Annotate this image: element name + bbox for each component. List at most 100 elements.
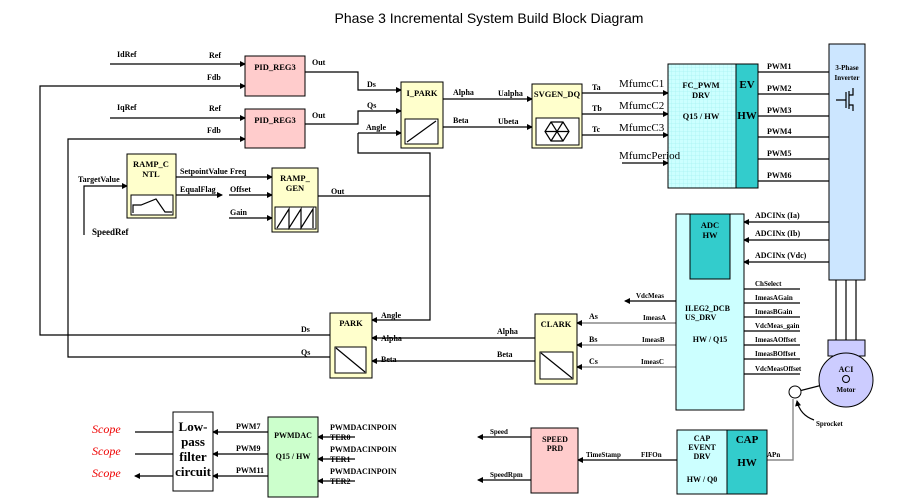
signal-label: ImeasBGain — [755, 308, 792, 316]
signal-label: Beta — [381, 355, 397, 364]
block-label: filter — [179, 449, 207, 464]
signal-label: PWMDACINPOIN — [330, 445, 397, 454]
signal-label: PWM11 — [236, 466, 264, 475]
signal-label: VdcMeasOffset — [755, 365, 802, 373]
signal-label: Ubeta — [498, 117, 518, 126]
svgen-dq-block: SVGEN_DQ — [531, 83, 583, 149]
block-label: DRV — [693, 452, 710, 461]
block-label: Q15 / HW — [683, 111, 720, 121]
signal-label: VdcMeas_gain — [755, 322, 799, 330]
scope-label: Scope — [92, 444, 121, 458]
block-label: HW / Q15 — [693, 335, 728, 344]
signal-label: Gain — [230, 208, 247, 217]
motor-label: ACI — [839, 365, 854, 374]
clark-block: CLARK — [534, 313, 578, 385]
diagram-title: Phase 3 Incremental System Build Block D… — [335, 10, 644, 26]
hexagon-icon — [544, 121, 570, 142]
signal-label: EqualFlag — [180, 185, 216, 194]
signal-label: Ref — [209, 104, 221, 113]
signal-label: TargetValue — [78, 175, 120, 184]
park-block: PARK — [329, 312, 373, 379]
adc-label: HW — [702, 230, 718, 240]
signal-label: Bs — [589, 335, 597, 344]
signal-label: Tb — [592, 104, 602, 113]
signal-label: Ds — [301, 325, 310, 334]
block-label: DRV — [692, 90, 711, 100]
signal-label: APn — [767, 451, 780, 459]
fc-pwm-drv-block: FC_PWM DRV Q15 / HW EV HW — [667, 63, 759, 189]
cap-event-drv-block: CAP EVENT DRV HW / Q0 CAP HW — [676, 429, 768, 495]
signal-label: Qs — [301, 348, 310, 357]
block-label: HW / Q0 — [687, 475, 718, 484]
adc-label: ADC — [701, 220, 719, 230]
block-label: ILEG2_DCB — [685, 304, 731, 313]
block-label: Inverter — [835, 74, 860, 82]
signal-label: PWM3 — [767, 106, 791, 115]
block-label: RAMP_ — [280, 173, 310, 183]
signal-label: IqRef — [117, 103, 137, 112]
signal-label: PWM5 — [767, 149, 791, 158]
block-label: RAMP_C — [133, 159, 169, 169]
signal-label: MfumcC2 — [619, 100, 664, 112]
signal-label: SetpointValue — [180, 167, 228, 176]
signal-label: Out — [331, 187, 345, 196]
signal-label: Ds — [367, 80, 376, 89]
signal-label: VdcMeas — [636, 292, 664, 300]
signal-label: TER1 — [330, 455, 350, 464]
signal-label: Cs — [589, 357, 598, 366]
signal-label: PWM1 — [767, 62, 791, 71]
block-label: US_DRV — [685, 313, 717, 322]
signal-label: Fdb — [207, 73, 221, 82]
signal-label: Alpha — [453, 88, 474, 97]
signal-label: ImeasBOffset — [755, 350, 796, 358]
signal-label: Fdb — [207, 126, 221, 135]
ev-label: EV — [739, 79, 754, 91]
signal-label: IdRef — [117, 50, 137, 59]
low-pass-filter-block: Low- pass filter circuit — [172, 411, 214, 492]
block-label: circuit — [175, 464, 212, 479]
signal-label: PWM9 — [236, 444, 260, 453]
wires — [39, 61, 857, 484]
signal-labels: IdRef Ref Fdb IqRef Ref Fdb Out Out Ds Q… — [78, 50, 807, 486]
signal-label: Ualpha — [498, 89, 523, 98]
block-label: CLARK — [541, 319, 572, 329]
sawtooth-icon — [276, 206, 314, 231]
scope-label: Scope — [92, 466, 121, 480]
block-label: NTL — [142, 169, 160, 179]
signal-label: TimeStamp — [586, 451, 621, 459]
signal-label: PWMDACINPOIN — [330, 423, 397, 432]
block-label: 3-Phase — [835, 64, 858, 72]
signal-label: Angle — [366, 123, 386, 132]
signal-label: ImeasB — [642, 336, 665, 344]
block-label: PARK — [339, 318, 363, 328]
signal-label: ADCINx (Ia) — [755, 211, 800, 220]
signal-label: ChSelect — [755, 280, 782, 288]
sprocket-label: Sprocket — [816, 420, 843, 428]
cap-hw-label: CAP — [736, 434, 759, 446]
signal-label: ImeasC — [641, 358, 664, 366]
pid-reg3-id-block: PID_REG3 — [244, 55, 306, 97]
signal-label: MfumcPeriod — [619, 150, 681, 162]
block-label: SVGEN_DQ — [534, 89, 581, 99]
signal-label: FIFOn — [641, 451, 662, 459]
block-label: PID_REG3 — [254, 62, 296, 72]
block-label: SPEED — [542, 435, 568, 444]
signal-label: Speed — [490, 428, 508, 436]
transistor-icon — [836, 88, 854, 111]
ramp-icon — [132, 198, 172, 213]
signal-label: Angle — [381, 311, 401, 320]
signal-label: Out — [312, 111, 326, 120]
signal-label: ImeasA — [643, 314, 666, 322]
signal-label: Offset — [230, 185, 251, 194]
cap-hw-label: HW — [737, 457, 757, 469]
ramp-gen-block: RAMP_ GEN — [271, 167, 319, 233]
block-label: pass — [181, 434, 205, 449]
signal-label: As — [589, 312, 598, 321]
pwmdac-block: PWMDAC Q15 / HW — [267, 416, 319, 498]
signal-label: PWM6 — [767, 171, 791, 180]
signal-label: Beta — [497, 350, 513, 359]
inverter-block: 3-Phase Inverter — [828, 43, 866, 281]
block-label: I_PARK — [406, 88, 437, 98]
signal-label: Ref — [209, 51, 221, 60]
signal-label: Freq — [230, 167, 247, 176]
